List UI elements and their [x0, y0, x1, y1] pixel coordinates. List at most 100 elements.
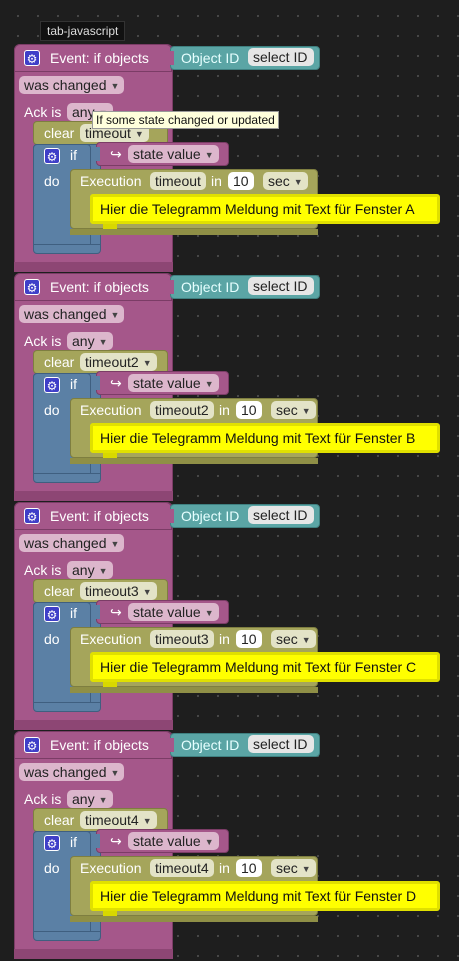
clear-label: clear — [44, 125, 75, 141]
select-id-field[interactable]: select ID — [248, 506, 314, 524]
ack-label: Ack is — [24, 104, 62, 120]
state-value-dropdown[interactable]: state value▼ — [128, 374, 219, 392]
select-id-field[interactable]: select ID — [248, 277, 314, 295]
telegram-message-block[interactable]: Hier die Telegramm Meldung mit Text für … — [90, 881, 440, 911]
state-value-dropdown[interactable]: state value▼ — [128, 145, 219, 163]
if-do-block-footer — [33, 473, 101, 483]
ack-dropdown[interactable]: any▼ — [67, 561, 113, 579]
trigger-dropdown[interactable]: was changed▼ — [19, 76, 125, 94]
ack-label: Ack is — [24, 333, 62, 349]
execution-block-bottom — [70, 229, 318, 235]
event-label: Event: if objects — [50, 279, 149, 295]
gear-icon[interactable]: ⚙ — [24, 508, 40, 524]
gear-icon[interactable]: ⚙ — [24, 279, 40, 295]
execution-timeout-field[interactable]: timeout4 — [150, 859, 214, 877]
delay-input[interactable]: 10 — [236, 859, 262, 877]
unit-dropdown[interactable]: sec▼ — [271, 401, 316, 419]
object-id-label: Object ID — [181, 50, 240, 66]
execution-timeout-field[interactable]: timeout2 — [150, 401, 214, 419]
state-value-dropdown[interactable]: state value▼ — [128, 603, 219, 621]
do-label: do — [44, 402, 60, 418]
event-block-header — [14, 502, 172, 530]
gear-icon[interactable]: ⚙ — [44, 835, 60, 851]
delay-input[interactable]: 10 — [236, 401, 262, 419]
connector-tab — [103, 682, 117, 687]
if-do-block-footer — [33, 702, 101, 712]
delay-input[interactable]: 10 — [236, 630, 262, 648]
ack-dropdown[interactable]: any▼ — [67, 332, 113, 350]
delay-input[interactable]: 10 — [228, 172, 254, 190]
unit-dropdown[interactable]: sec▼ — [263, 172, 308, 190]
unit-dropdown[interactable]: sec▼ — [271, 630, 316, 648]
event-block-group: ⚙ Event: if objects Object ID select ID … — [0, 273, 459, 502]
gear-icon[interactable]: ⚙ — [44, 148, 60, 164]
trigger-dropdown[interactable]: was changed▼ — [19, 763, 125, 781]
connector-notch — [92, 147, 100, 161]
if-label: if — [70, 605, 77, 621]
timeout-dropdown[interactable]: timeout4▼ — [80, 811, 157, 829]
clear-label: clear — [44, 354, 75, 370]
execution-label: Execution — [80, 860, 142, 876]
execution-label: Execution — [80, 173, 142, 189]
select-id-field[interactable]: select ID — [248, 735, 314, 753]
connector-notch — [166, 738, 174, 752]
event-block-footer — [14, 949, 173, 959]
event-block-group: ⚙ Event: if objects Object ID select ID … — [0, 44, 459, 273]
event-block-group: ⚙ Event: if objects Object ID select ID … — [0, 731, 459, 960]
in-label: in — [219, 402, 230, 418]
execution-block-bottom — [70, 687, 318, 693]
event-block-header — [14, 44, 172, 72]
execution-block-bottom — [70, 916, 318, 922]
event-label: Event: if objects — [50, 508, 149, 524]
object-id-label: Object ID — [181, 279, 240, 295]
do-label: do — [44, 173, 60, 189]
connector-notch — [92, 376, 100, 390]
select-id-field[interactable]: select ID — [248, 48, 314, 66]
tooltip: If some state changed or updated — [92, 111, 279, 129]
connector-tab — [103, 453, 117, 458]
gear-icon[interactable]: ⚙ — [44, 377, 60, 393]
clear-label: clear — [44, 812, 75, 828]
gear-icon[interactable]: ⚙ — [44, 606, 60, 622]
if-label: if — [70, 147, 77, 163]
object-id-label: Object ID — [181, 737, 240, 753]
if-do-block-footer — [33, 244, 101, 254]
in-label: in — [211, 173, 222, 189]
telegram-message-block[interactable]: Hier die Telegramm Meldung mit Text für … — [90, 194, 440, 224]
connector-notch — [166, 51, 174, 65]
return-arrow-icon: ↪ — [110, 146, 122, 162]
event-block-footer — [14, 491, 173, 501]
event-block-header — [14, 273, 172, 301]
tab-javascript[interactable]: tab-javascript — [40, 21, 126, 41]
object-id-label: Object ID — [181, 508, 240, 524]
event-block-group: ⚙ Event: if objects Object ID select ID … — [0, 502, 459, 731]
event-label: Event: if objects — [50, 50, 149, 66]
execution-timeout-field[interactable]: timeout3 — [150, 630, 214, 648]
connector-notch — [92, 605, 100, 619]
gear-icon[interactable]: ⚙ — [24, 50, 40, 66]
if-label: if — [70, 376, 77, 392]
trigger-dropdown[interactable]: was changed▼ — [19, 305, 125, 323]
timeout-dropdown[interactable]: timeout2▼ — [80, 353, 157, 371]
timeout-dropdown[interactable]: timeout3▼ — [80, 582, 157, 600]
ack-dropdown[interactable]: any▼ — [67, 790, 113, 808]
if-label: if — [70, 834, 77, 850]
if-do-block-footer — [33, 931, 101, 941]
unit-dropdown[interactable]: sec▼ — [271, 859, 316, 877]
return-arrow-icon: ↪ — [110, 604, 122, 620]
in-label: in — [219, 860, 230, 876]
in-label: in — [219, 631, 230, 647]
telegram-message-block[interactable]: Hier die Telegramm Meldung mit Text für … — [90, 423, 440, 453]
connector-tab — [103, 224, 117, 229]
trigger-dropdown[interactable]: was changed▼ — [19, 534, 125, 552]
state-value-dropdown[interactable]: state value▼ — [128, 832, 219, 850]
execution-timeout-field[interactable]: timeout — [150, 172, 206, 190]
ack-label: Ack is — [24, 791, 62, 807]
execution-label: Execution — [80, 631, 142, 647]
event-block-header — [14, 731, 172, 759]
do-label: do — [44, 631, 60, 647]
event-block-footer — [14, 262, 173, 272]
telegram-message-block[interactable]: Hier die Telegramm Meldung mit Text für … — [90, 652, 440, 682]
gear-icon[interactable]: ⚙ — [24, 737, 40, 753]
return-arrow-icon: ↪ — [110, 375, 122, 391]
